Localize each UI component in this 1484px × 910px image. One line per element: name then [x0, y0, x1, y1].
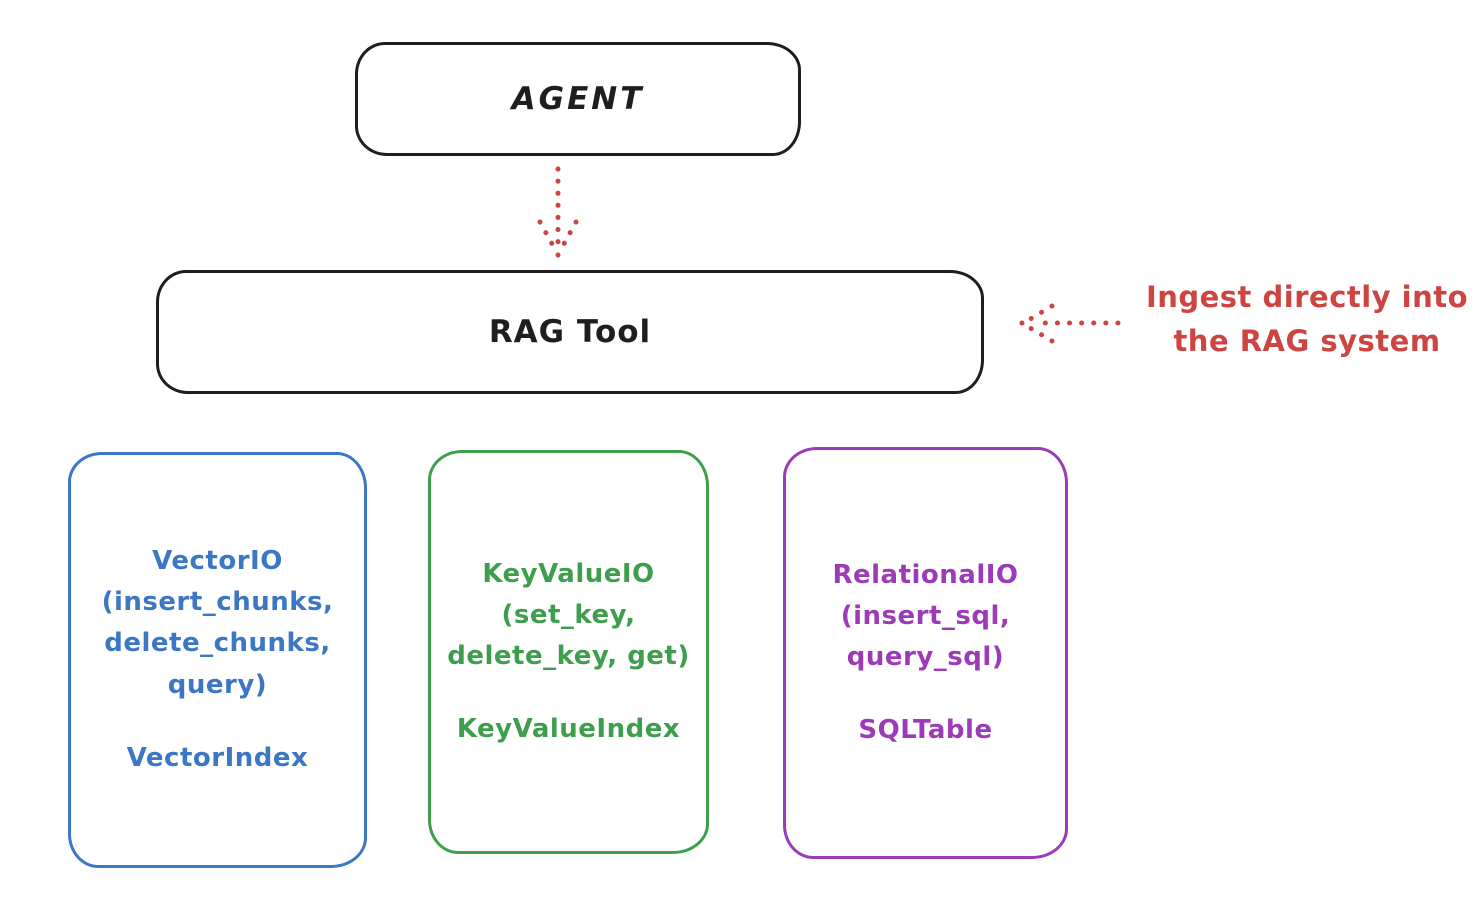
- ingest-annotation: Ingest directly into the RAG system: [1140, 276, 1474, 363]
- rag-tool-box: RAG Tool: [156, 270, 984, 394]
- arrow-ingest: [1019, 303, 1121, 344]
- ingest-annotation-line1: Ingest directly into: [1145, 280, 1469, 314]
- arrow-agent-to-ragtool: [537, 166, 579, 258]
- rag-tool-box-label: RAG Tool: [488, 314, 652, 350]
- backend-title-line: delete_key, get): [447, 641, 690, 671]
- backend-box-relational-io: RelationalIO (insert_sql, query_sql) SQL…: [783, 447, 1068, 859]
- backend-subtitle: SQLTable: [858, 715, 993, 746]
- agent-box-label: AGENT: [511, 81, 645, 117]
- backend-title-line: VectorIO: [152, 546, 283, 577]
- backend-title-line: (insert_sql,: [840, 600, 1011, 631]
- backend-box-keyvalue-io: KeyValueIO (set_key, delete_key, get) Ke…: [428, 450, 709, 854]
- agent-box: AGENT: [355, 42, 801, 156]
- backend-subtitle: VectorIndex: [126, 742, 309, 773]
- backend-subtitle: KeyValueIndex: [456, 714, 681, 745]
- backend-title-line: RelationalIO: [832, 559, 1019, 590]
- backend-title-line: delete_chunks,: [104, 628, 331, 659]
- backend-title-line: (insert_chunks,: [101, 587, 334, 618]
- ingest-annotation-line2: the RAG system: [1173, 323, 1441, 358]
- backend-box-vector-io: VectorIO (insert_chunks, delete_chunks, …: [68, 452, 367, 868]
- backend-title-line: (set_key,: [501, 599, 636, 630]
- backend-title-line: query): [167, 669, 268, 700]
- backend-title-line: query_sql): [846, 642, 1005, 672]
- backend-title-line: KeyValueIO: [482, 558, 655, 589]
